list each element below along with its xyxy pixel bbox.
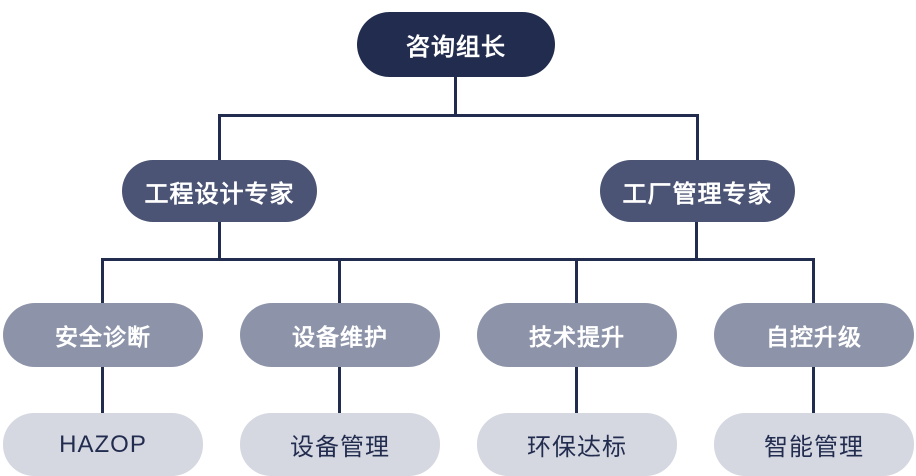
node-label: 技术提升	[529, 324, 625, 350]
node-label: 自控升级	[766, 324, 862, 350]
node-label: 环保达标	[527, 434, 627, 461]
connector-line	[575, 365, 578, 415]
node-label: 工程设计专家	[144, 180, 295, 208]
node-label: 智能管理	[764, 434, 864, 461]
connector-line	[812, 258, 815, 305]
connector-line	[575, 258, 578, 305]
branch-node-factory-management-expert: 工厂管理专家	[600, 160, 795, 222]
service-node-safety-diagnosis: 安全诊断	[3, 303, 203, 367]
connector-line	[218, 114, 699, 117]
leaf-node-equipment-management: 设备管理	[240, 413, 440, 476]
node-label: 安全诊断	[55, 324, 151, 350]
node-label: 工厂管理专家	[622, 180, 773, 208]
node-label: 咨询组长	[406, 34, 506, 61]
connector-line	[454, 77, 457, 117]
connector-line	[101, 258, 104, 305]
connector-line	[338, 258, 341, 305]
connector-line	[695, 220, 698, 261]
node-label: 设备维护	[292, 324, 388, 350]
node-label: 设备管理	[290, 434, 390, 461]
branch-node-engineering-design-expert: 工程设计专家	[122, 160, 317, 222]
connector-line	[812, 365, 815, 415]
leaf-node-hazop: HAZOP	[3, 413, 203, 476]
connector-line	[101, 258, 815, 261]
service-node-equipment-maintenance: 设备维护	[240, 303, 440, 367]
node-label: HAZOP	[59, 430, 147, 458]
connector-line	[338, 365, 341, 415]
root-node-consulting-leader: 咨询组长	[357, 12, 555, 77]
leaf-node-intelligent-management: 智能管理	[714, 413, 914, 476]
leaf-node-environmental-compliance: 环保达标	[477, 413, 677, 476]
service-node-automation-upgrade: 自控升级	[714, 303, 914, 367]
connector-line	[218, 220, 221, 261]
connector-line	[101, 365, 104, 415]
service-node-technology-improvement: 技术提升	[477, 303, 677, 367]
connector-line	[218, 114, 221, 162]
connector-line	[696, 114, 699, 162]
